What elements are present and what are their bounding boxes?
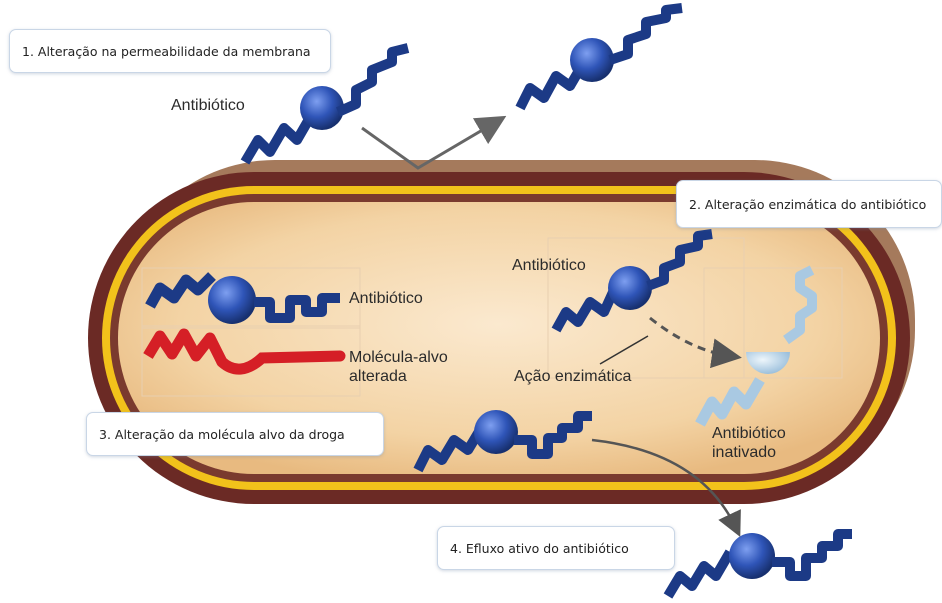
antibiotic-molecule-enzyme — [551, 229, 713, 333]
callout-target: 3. Alteração da molécula alvo da droga — [86, 412, 384, 456]
antibiotic-molecule-efflux-inside — [413, 410, 592, 473]
enzymatic-action-pointer — [599, 335, 649, 365]
callout-permeability: 1. Alteração na permeabilidade da membra… — [9, 29, 331, 73]
label-antibiotic-outside: Antibiótico — [171, 97, 245, 114]
inactivated-antibiotic-molecule — [695, 265, 817, 427]
label-enzymatic-action: Ação enzimática — [514, 368, 632, 385]
cytoplasm — [118, 202, 880, 474]
inactivated-frame — [703, 267, 843, 379]
label-inactivated-line2: inativado — [712, 444, 777, 461]
altered-target-molecule — [143, 328, 346, 375]
deflection-arrow — [361, 115, 507, 170]
label-inactivated-antibiotic: Antibiótico inativado — [712, 424, 786, 462]
altered-target-frame — [141, 325, 361, 397]
antibiotic-molecule-deflected — [515, 3, 683, 111]
label-altered-target-line1: Molécula-alvo — [349, 349, 448, 366]
target-frame — [141, 267, 361, 329]
enzyme-frame — [547, 237, 745, 379]
label-inactivated-line1: Antibiótico — [712, 425, 786, 442]
label-antibiotic-enzyme: Antibiótico — [512, 257, 586, 274]
efflux-arrow — [591, 438, 741, 538]
antibiotic-molecule-target — [145, 272, 340, 324]
callout-efflux: 4. Efluxo ativo do antibiótico — [437, 526, 675, 570]
enzymatic-action-arrow — [649, 316, 742, 369]
antibiotic-molecule-incoming — [240, 43, 410, 165]
label-antibiotic-target: Antibiótico — [349, 290, 423, 307]
antibiotic-molecule-efflux-outside — [663, 529, 852, 599]
label-altered-target: Molécula-alvo alterada — [349, 348, 448, 386]
label-altered-target-line2: alterada — [349, 368, 407, 385]
callout-enzymatic: 2. Alteração enzimática do antibiótico — [676, 180, 942, 228]
